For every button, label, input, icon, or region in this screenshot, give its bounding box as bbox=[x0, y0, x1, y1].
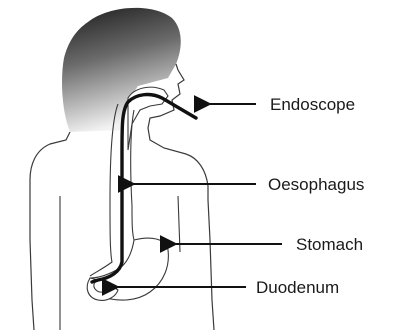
label-endoscope: Endoscope bbox=[270, 95, 355, 114]
head-silhouette bbox=[62, 8, 181, 132]
oesophagus-wall-right bbox=[131, 110, 134, 240]
label-duodenum: Duodenum bbox=[256, 278, 339, 297]
label-oesophagus: Oesophagus bbox=[268, 175, 364, 194]
body-outline-left bbox=[30, 132, 70, 330]
label-stomach: Stomach bbox=[296, 235, 363, 254]
